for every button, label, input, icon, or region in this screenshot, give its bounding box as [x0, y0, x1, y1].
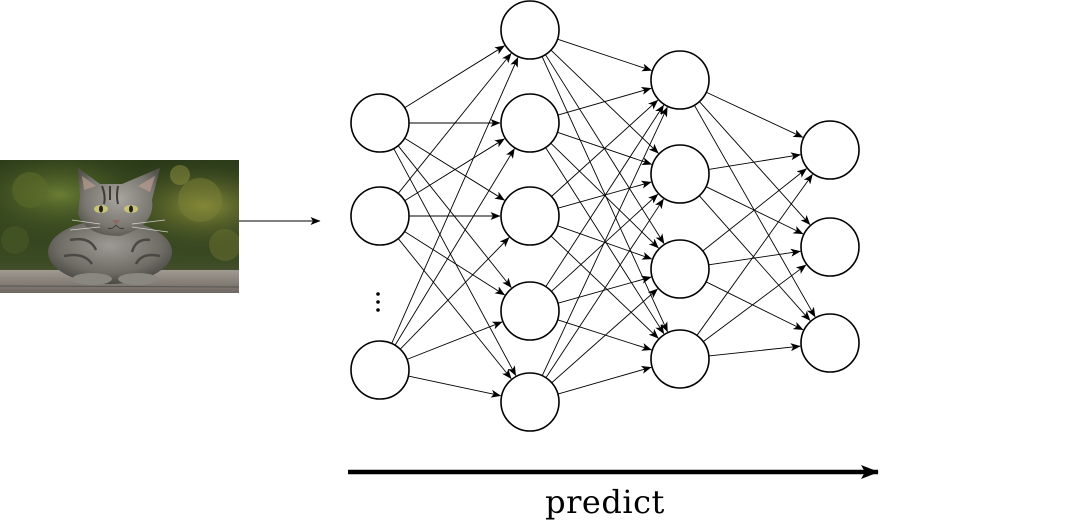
input-node-0	[350, 93, 410, 153]
edge-input-1-to-hidden1-4	[397, 238, 512, 380]
edge-hidden2-1-to-output-0	[708, 152, 801, 170]
edge-input-1-to-hidden1-1	[404, 138, 505, 202]
edge-hidden1-4-to-hidden2-2	[551, 288, 658, 384]
edge-hidden1-2-to-hidden2-1	[557, 180, 652, 209]
edge-input-1-to-hidden1-3	[404, 231, 506, 296]
hidden2-node-0	[650, 50, 710, 110]
output-node-0	[800, 120, 860, 180]
edge-hidden1-3-to-hidden2-2	[557, 275, 652, 304]
predict-label: predict	[545, 483, 665, 521]
edge-input-2-to-hidden1-0	[391, 56, 519, 344]
edge-input-0-to-hidden1-4	[393, 148, 517, 377]
edge-hidden2-0-to-output-0	[706, 91, 804, 138]
edge-hidden1-0-to-hidden2-0	[557, 38, 653, 72]
edge-hidden1-2-to-hidden2-3	[550, 235, 659, 339]
input-ellipsis	[376, 292, 380, 312]
output-node-1	[800, 217, 860, 277]
edge-hidden2-3-to-output-0	[696, 173, 813, 336]
input-node-1	[350, 186, 410, 246]
hidden2-node-2	[650, 239, 710, 299]
cat-photo	[0, 160, 239, 293]
edge-hidden1-1-to-hidden2-0	[557, 87, 652, 116]
edge-hidden1-4-to-hidden2-1	[545, 198, 664, 379]
edge-hidden1-3-to-hidden2-0	[545, 104, 665, 287]
edge-hidden2-2-to-output-2	[705, 281, 804, 331]
edge-hidden2-3-to-output-1	[702, 264, 807, 343]
hidden1-node-2	[500, 186, 560, 246]
edge-input-2-to-hidden1-2	[399, 237, 510, 350]
edge-hidden1-2-to-hidden2-0	[551, 99, 659, 197]
hidden1-node-3	[500, 281, 560, 341]
edge-input-2-to-hidden1-4	[408, 375, 502, 398]
hidden1-node-1	[500, 93, 560, 153]
hidden2-node-3	[650, 329, 710, 389]
edge-input-0-to-hidden1-2	[404, 137, 505, 201]
hidden1-node-4	[500, 372, 560, 432]
input-node-2	[350, 340, 410, 400]
edge-hidden1-4-to-hidden2-0	[541, 106, 668, 376]
output-node-2	[800, 313, 860, 373]
hidden2-node-1	[650, 144, 710, 204]
edge-input-0-to-hidden1-0	[404, 45, 505, 109]
network-connections	[391, 38, 816, 398]
edge-input-2-to-hidden1-3	[406, 321, 503, 360]
edge-hidden2-2-to-output-0	[702, 168, 807, 252]
edge-hidden1-3-to-hidden2-3	[557, 319, 652, 351]
edge-hidden1-0-to-hidden2-2	[545, 54, 665, 245]
edge-input-2-to-hidden1-1	[394, 148, 515, 346]
network-nodes	[350, 0, 860, 432]
edge-input-0-to-hidden1-3	[397, 145, 512, 288]
edge-hidden2-2-to-output-1	[708, 248, 801, 266]
edge-hidden2-0-to-output-1	[699, 101, 811, 226]
edge-input-1-to-hidden1-0	[397, 52, 512, 194]
hidden1-node-0	[500, 0, 560, 60]
edge-hidden1-0-to-hidden2-3	[541, 56, 668, 333]
edge-hidden1-4-to-hidden2-3	[557, 366, 652, 395]
edge-hidden2-0-to-output-2	[693, 104, 816, 318]
edge-hidden2-3-to-output-2	[708, 343, 801, 357]
